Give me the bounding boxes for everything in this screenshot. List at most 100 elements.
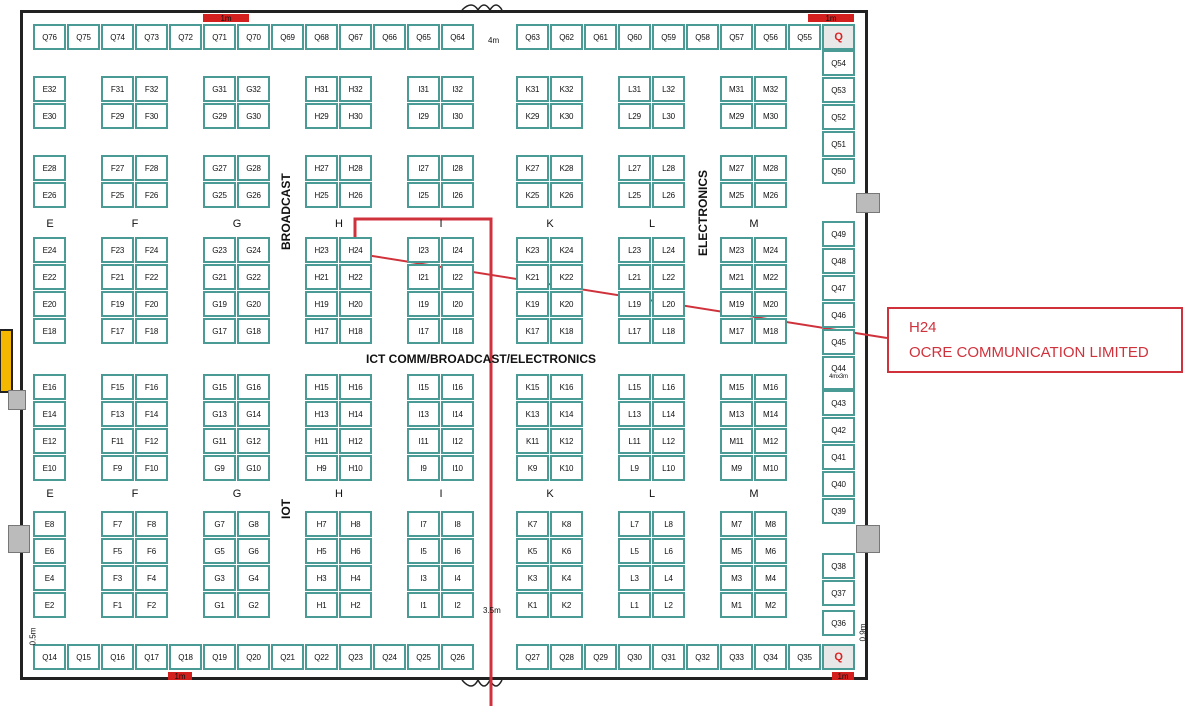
booth-e18[interactable]: E18	[33, 318, 66, 344]
booth-f20[interactable]: F20	[135, 291, 168, 317]
booth-g15[interactable]: G15	[203, 374, 236, 400]
booth-q18[interactable]: Q18	[169, 644, 202, 670]
booth-g5[interactable]: G5	[203, 538, 236, 564]
booth-h27[interactable]: H27	[305, 155, 338, 181]
booth-l2[interactable]: L2	[652, 592, 685, 618]
booth-e24[interactable]: E24	[33, 237, 66, 263]
booth-k1[interactable]: K1	[516, 592, 549, 618]
booth-l17[interactable]: L17	[618, 318, 651, 344]
booth-f11[interactable]: F11	[101, 428, 134, 454]
booth-q33[interactable]: Q33	[720, 644, 753, 670]
booth-m7[interactable]: M7	[720, 511, 753, 537]
booth-i14[interactable]: I14	[441, 401, 474, 427]
booth-g3[interactable]: G3	[203, 565, 236, 591]
booth-q69[interactable]: Q69	[271, 24, 304, 50]
booth-e28[interactable]: E28	[33, 155, 66, 181]
booth-q70[interactable]: Q70	[237, 24, 270, 50]
booth-i25[interactable]: I25	[407, 182, 440, 208]
booth-i6[interactable]: I6	[441, 538, 474, 564]
booth-m21[interactable]: M21	[720, 264, 753, 290]
booth-k16[interactable]: K16	[550, 374, 583, 400]
booth-h23[interactable]: H23	[305, 237, 338, 263]
booth-q43[interactable]: Q43	[822, 390, 855, 416]
booth-m31[interactable]: M31	[720, 76, 753, 102]
booth-i31[interactable]: I31	[407, 76, 440, 102]
booth-f6[interactable]: F6	[135, 538, 168, 564]
booth-l19[interactable]: L19	[618, 291, 651, 317]
booth-l20[interactable]: L20	[652, 291, 685, 317]
booth-q41[interactable]: Q41	[822, 444, 855, 470]
booth-l14[interactable]: L14	[652, 401, 685, 427]
booth-i27[interactable]: I27	[407, 155, 440, 181]
booth-m11[interactable]: M11	[720, 428, 753, 454]
booth-f7[interactable]: F7	[101, 511, 134, 537]
booth-k31[interactable]: K31	[516, 76, 549, 102]
booth-m28[interactable]: M28	[754, 155, 787, 181]
booth-q65[interactable]: Q65	[407, 24, 440, 50]
booth-m19[interactable]: M19	[720, 291, 753, 317]
booth-h11[interactable]: H11	[305, 428, 338, 454]
booth-h24[interactable]: H24	[339, 237, 372, 263]
booth-f25[interactable]: F25	[101, 182, 134, 208]
booth-f21[interactable]: F21	[101, 264, 134, 290]
booth-i21[interactable]: I21	[407, 264, 440, 290]
booth-g6[interactable]: G6	[237, 538, 270, 564]
booth-g32[interactable]: G32	[237, 76, 270, 102]
booth-m15[interactable]: M15	[720, 374, 753, 400]
booth-q58[interactable]: Q58	[686, 24, 719, 50]
booth-l27[interactable]: L27	[618, 155, 651, 181]
booth-q74[interactable]: Q74	[101, 24, 134, 50]
booth-q62[interactable]: Q62	[550, 24, 583, 50]
booth-f28[interactable]: F28	[135, 155, 168, 181]
booth-i8[interactable]: I8	[441, 511, 474, 537]
booth-m25[interactable]: M25	[720, 182, 753, 208]
booth-h20[interactable]: H20	[339, 291, 372, 317]
booth-q31[interactable]: Q31	[652, 644, 685, 670]
booth-q24[interactable]: Q24	[373, 644, 406, 670]
booth-q38[interactable]: Q38	[822, 553, 855, 579]
booth-h13[interactable]: H13	[305, 401, 338, 427]
booth-g12[interactable]: G12	[237, 428, 270, 454]
booth-i3[interactable]: I3	[407, 565, 440, 591]
booth-f3[interactable]: F3	[101, 565, 134, 591]
booth-g23[interactable]: G23	[203, 237, 236, 263]
booth-k14[interactable]: K14	[550, 401, 583, 427]
booth-e20[interactable]: E20	[33, 291, 66, 317]
booth-m26[interactable]: M26	[754, 182, 787, 208]
booth-f4[interactable]: F4	[135, 565, 168, 591]
booth-m24[interactable]: M24	[754, 237, 787, 263]
booth-f5[interactable]: F5	[101, 538, 134, 564]
booth-h2[interactable]: H2	[339, 592, 372, 618]
booth-k8[interactable]: K8	[550, 511, 583, 537]
booth-k25[interactable]: K25	[516, 182, 549, 208]
booth-f15[interactable]: F15	[101, 374, 134, 400]
booth-i4[interactable]: I4	[441, 565, 474, 591]
booth-m9[interactable]: M9	[720, 455, 753, 481]
booth-q67[interactable]: Q67	[339, 24, 372, 50]
booth-f22[interactable]: F22	[135, 264, 168, 290]
booth-f26[interactable]: F26	[135, 182, 168, 208]
booth-q57[interactable]: Q57	[720, 24, 753, 50]
booth-k5[interactable]: K5	[516, 538, 549, 564]
booth-e6[interactable]: E6	[33, 538, 66, 564]
booth-q14[interactable]: Q14	[33, 644, 66, 670]
booth-k7[interactable]: K7	[516, 511, 549, 537]
booth-h28[interactable]: H28	[339, 155, 372, 181]
booth-l10[interactable]: L10	[652, 455, 685, 481]
booth-e12[interactable]: E12	[33, 428, 66, 454]
booth-m18[interactable]: M18	[754, 318, 787, 344]
booth-m10[interactable]: M10	[754, 455, 787, 481]
booth-f30[interactable]: F30	[135, 103, 168, 129]
booth-l31[interactable]: L31	[618, 76, 651, 102]
booth-l8[interactable]: L8	[652, 511, 685, 537]
booth-h19[interactable]: H19	[305, 291, 338, 317]
booth-f23[interactable]: F23	[101, 237, 134, 263]
booth-e16[interactable]: E16	[33, 374, 66, 400]
booth-q55[interactable]: Q55	[788, 24, 821, 50]
booth-f10[interactable]: F10	[135, 455, 168, 481]
booth-m3[interactable]: M3	[720, 565, 753, 591]
booth-m22[interactable]: M22	[754, 264, 787, 290]
booth-i1[interactable]: I1	[407, 592, 440, 618]
booth-i12[interactable]: I12	[441, 428, 474, 454]
booth-l26[interactable]: L26	[652, 182, 685, 208]
